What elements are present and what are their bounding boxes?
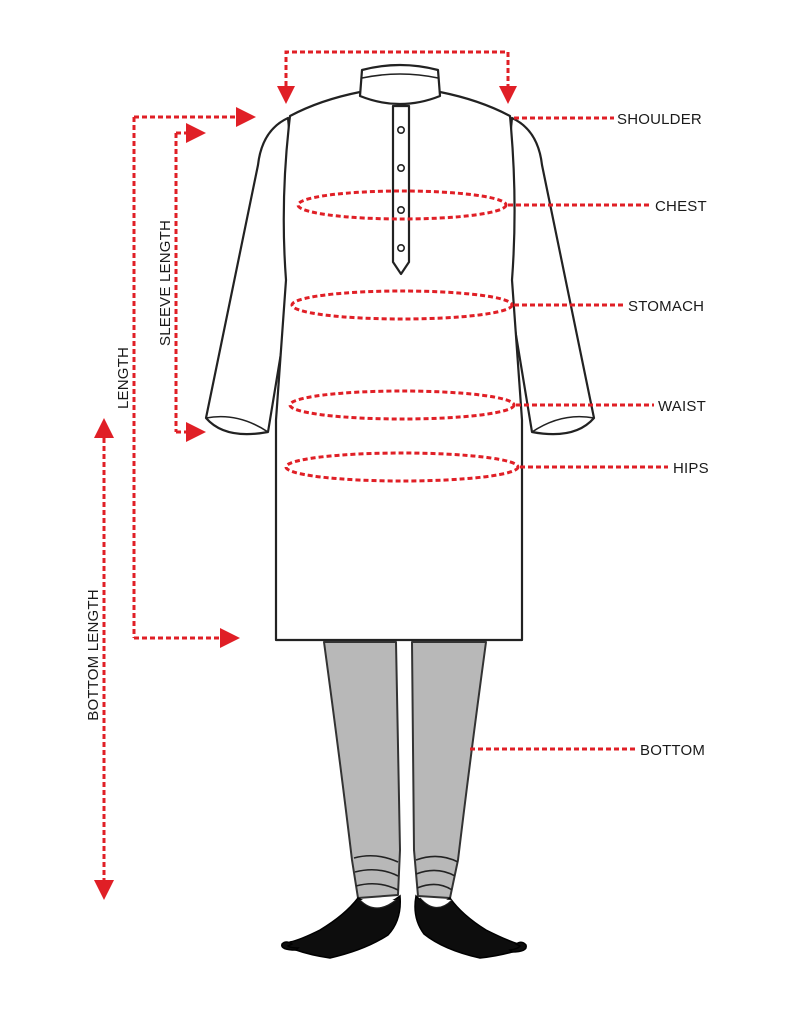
label-bottom: BOTTOM bbox=[640, 742, 705, 759]
right-shoe-toe-curl bbox=[508, 941, 527, 953]
length-bracket bbox=[132, 115, 236, 640]
shoulder-arrow-right bbox=[499, 86, 517, 104]
left-shoe-opening bbox=[359, 899, 397, 909]
bottom-length-arrow-top bbox=[94, 418, 114, 438]
button-4 bbox=[396, 244, 405, 253]
kurta-body bbox=[274, 90, 524, 642]
length-arrow-bottom bbox=[220, 628, 240, 648]
bottom-length-arrow-bottom bbox=[94, 880, 114, 900]
label-bottom-length: BOTTOM LENGTH bbox=[85, 589, 102, 721]
right-shoe-opening bbox=[419, 897, 453, 909]
sleeve-length-bracket bbox=[174, 131, 188, 434]
left-cuff bbox=[205, 415, 269, 433]
right-cuff bbox=[531, 415, 595, 433]
sleeve-arrow-bottom bbox=[186, 422, 206, 442]
label-hips: HIPS bbox=[673, 460, 709, 477]
label-chest: CHEST bbox=[655, 198, 707, 215]
collar-band bbox=[361, 73, 439, 79]
length-arrow-top bbox=[236, 107, 256, 127]
right-shoe bbox=[414, 894, 521, 959]
label-shoulder: SHOULDER bbox=[617, 111, 702, 128]
left-shoe bbox=[287, 894, 401, 959]
waist-ring bbox=[288, 389, 516, 421]
placket bbox=[391, 104, 411, 276]
chest-ring bbox=[296, 189, 508, 221]
stomach-ring bbox=[290, 289, 514, 321]
label-stomach: STOMACH bbox=[628, 298, 704, 315]
shoulder-bracket bbox=[284, 50, 510, 86]
button-3 bbox=[396, 206, 405, 215]
button-2 bbox=[396, 164, 405, 173]
shoulder-arrow-left bbox=[277, 86, 295, 104]
left-shoe-toe-curl bbox=[281, 941, 300, 951]
button-1 bbox=[396, 126, 405, 135]
hips-ring bbox=[284, 451, 520, 483]
sleeve-arrow-top bbox=[186, 123, 206, 143]
left-trouser-leg bbox=[323, 641, 401, 899]
label-waist: WAIST bbox=[658, 398, 706, 415]
label-length: LENGTH bbox=[115, 347, 132, 409]
collar bbox=[358, 63, 442, 106]
right-ankle-gathers bbox=[415, 855, 459, 891]
label-sleeve-length: SLEEVE LENGTH bbox=[157, 220, 174, 346]
left-ankle-gathers bbox=[353, 854, 399, 891]
right-trouser-leg bbox=[411, 641, 487, 899]
